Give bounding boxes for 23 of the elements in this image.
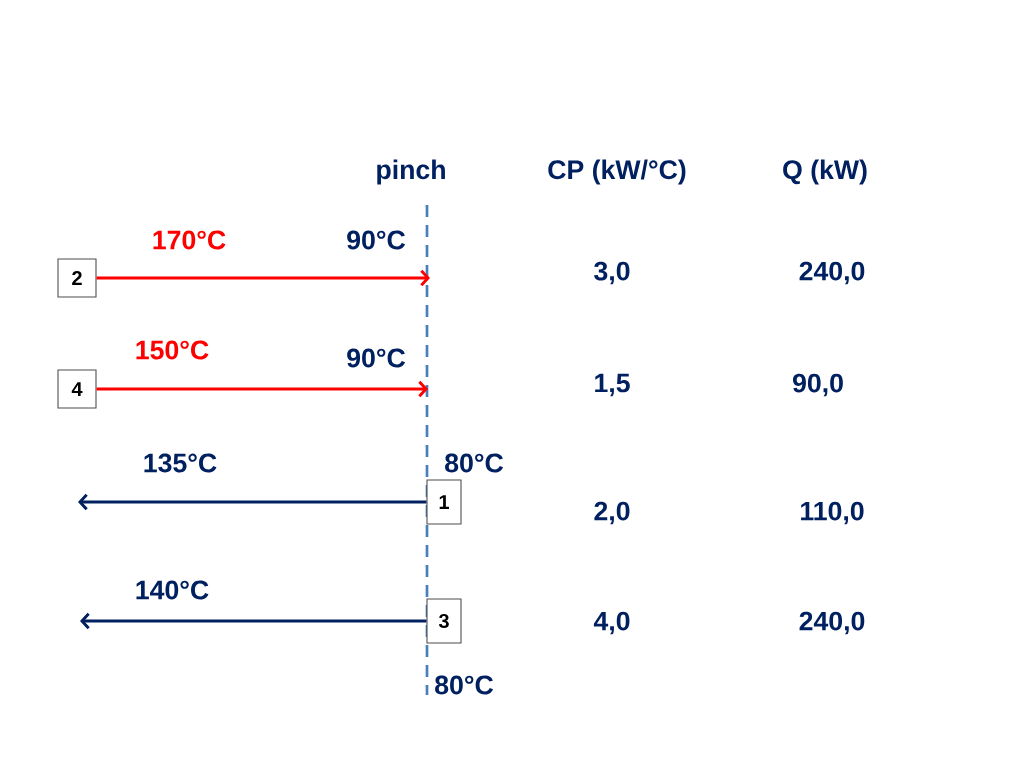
column-heading: Q (kW) — [783, 159, 867, 185]
table-value: 240,0 — [799, 261, 865, 285]
temperature-label: 150°C — [136, 340, 209, 360]
stream-number-box: 2 — [57, 258, 97, 298]
table-value: 4,0 — [593, 611, 630, 635]
table-value: 2,0 — [594, 501, 630, 525]
table-value: 240,0 — [799, 611, 865, 635]
stream-arrow — [80, 612, 427, 630]
table-value: 90,0 — [793, 373, 843, 397]
column-heading: CP (kW/°C) — [548, 159, 686, 185]
temperature-label: 90°C — [347, 348, 406, 368]
line-label: pinch — [377, 159, 445, 185]
stream-number-box: 3 — [426, 598, 462, 644]
stream-arrow — [96, 380, 428, 398]
temperature-label: 90°C — [347, 230, 406, 250]
table-value: 3,0 — [594, 261, 630, 285]
table-value: 110,0 — [801, 501, 864, 525]
stream-arrow — [78, 493, 427, 511]
stream-arrow — [96, 269, 430, 287]
stream-number-box: 4 — [57, 369, 97, 409]
stream-number-box: 1 — [426, 479, 462, 525]
table-value: 1,5 — [595, 373, 630, 397]
temperature-label: 140°C — [136, 580, 209, 600]
